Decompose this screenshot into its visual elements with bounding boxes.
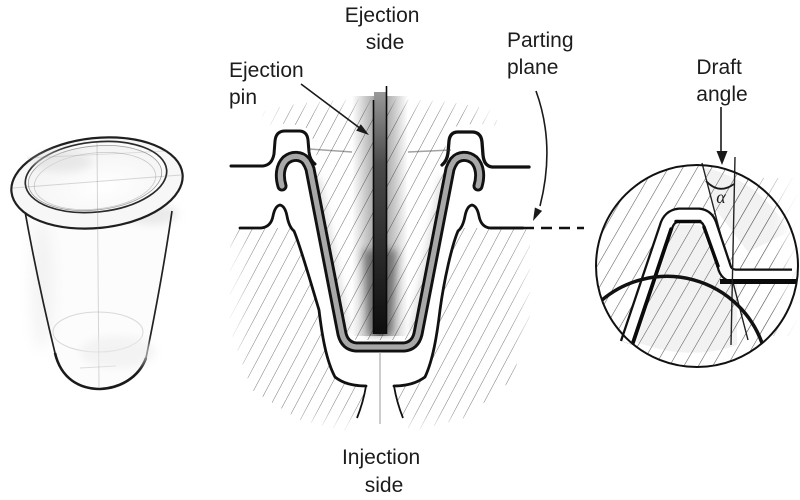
fading-surface-lines: [308, 148, 452, 153]
cavity-contour-right: [392, 203, 525, 388]
cup-bottom-edge: [53, 352, 148, 391]
detail-circle-outline-thick: [600, 274, 764, 344]
hatch-fades: [203, 83, 564, 447]
parting-plane-arrow: [533, 90, 548, 221]
molded-part-gray: [277, 153, 483, 350]
detail-part-channel: [622, 209, 792, 345]
label-ejection-side: Ejection side: [345, 4, 426, 54]
upper-contour-left: [229, 129, 317, 168]
upper-contour-right: [440, 130, 531, 169]
detail-circle: [595, 156, 800, 368]
label-ejection-pin: Ejection pin: [229, 59, 310, 109]
detail-circle-outline: [595, 164, 799, 368]
vertical-reference-line: [730, 156, 736, 346]
label-parting-plane: Parting plane: [507, 29, 579, 79]
label-injection-side: Injection side: [342, 446, 426, 497]
label-alpha: α: [716, 187, 726, 207]
cup-sketch: [10, 136, 184, 391]
cavity-hatch-left: [230, 228, 366, 432]
sprue-curve-right: [393, 385, 404, 419]
cup-opening-shade: [32, 152, 92, 172]
cavity-hatch-right: [394, 228, 530, 432]
detail-part-inner-edge: [631, 219, 720, 344]
label-draft-angle: Draft angle: [696, 56, 747, 106]
cavity-contour-left: [238, 203, 368, 388]
sprue-curve-left: [356, 385, 367, 419]
annotations: Ejection side Ejection pin Parting plane…: [229, 4, 748, 497]
ejection-pin-arrow: [300, 83, 369, 135]
cup-wall-line: [33, 152, 157, 210]
cup-bottom-shade: [80, 336, 156, 368]
ejection-pin-body: [374, 92, 386, 334]
mold-cross-section: [203, 83, 584, 447]
draft-angle-arrow: [716, 107, 728, 165]
detail-hatch-fade: [782, 168, 800, 348]
draft-angle-arc: [705, 180, 735, 190]
